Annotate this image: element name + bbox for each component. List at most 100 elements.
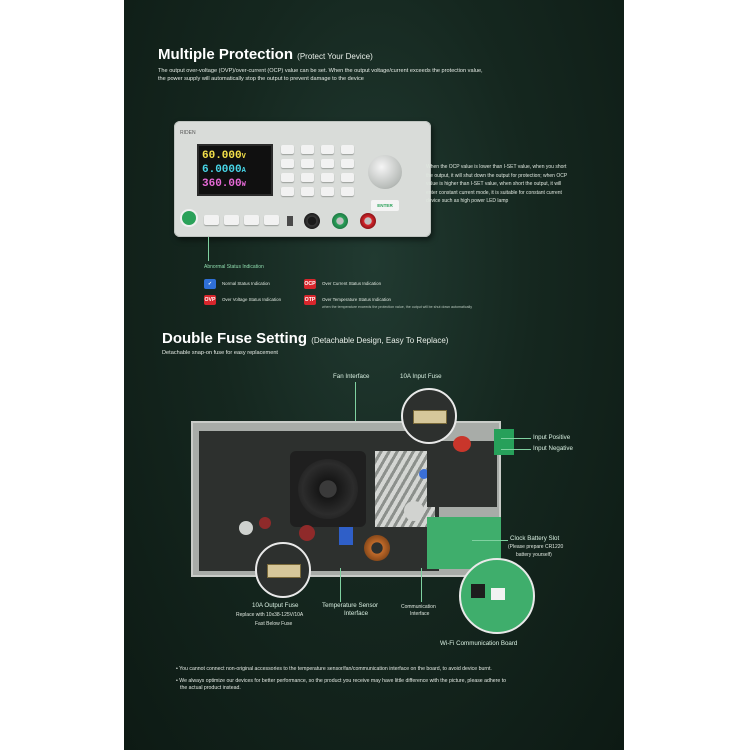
fuse-heading: Double Fuse Setting (Detachable Design, … — [162, 330, 448, 347]
output-jack-green — [332, 213, 348, 229]
normal-status-label: Normal Status Indication — [222, 281, 270, 286]
ocp-side-note: When the OCP value is lower than I-SET v… — [426, 163, 616, 206]
otp-status-code: OTP — [304, 297, 316, 303]
normal-status-icon: ✓ — [204, 279, 216, 289]
temp-sensor-pointer — [340, 568, 341, 602]
clock-battery-label: Clock Battery Slot — [510, 535, 560, 542]
key-8[interactable] — [341, 159, 354, 168]
key-6[interactable] — [301, 159, 314, 168]
ovp-status-code: OVP — [204, 297, 216, 303]
status-pointer-line — [208, 237, 209, 261]
comm-pointer — [421, 568, 422, 602]
clock-battery-pointer — [472, 540, 508, 541]
current-unit: A — [241, 167, 246, 175]
ocp-note-line: When the OCP value is lower than I-SET v… — [426, 164, 567, 170]
output-jack-black — [304, 213, 320, 229]
device-screen: 60.000V 6.0000A 360.00W — [197, 144, 273, 196]
relay — [339, 527, 353, 545]
input-fuse-part — [453, 436, 471, 452]
key-3[interactable] — [321, 145, 334, 154]
otp-note: when the temperature exceeds the protect… — [322, 305, 473, 309]
input-positive-label: Input Positive — [533, 434, 571, 441]
output-fuse-zoom — [255, 542, 311, 598]
status-heading: Abnormal Status Indication — [204, 264, 264, 270]
cooling-fan — [290, 451, 366, 527]
capacitor — [419, 469, 429, 479]
power-button[interactable] — [182, 211, 196, 225]
key-9[interactable] — [281, 173, 294, 182]
note-2: • We always optimize our devices for bet… — [176, 678, 507, 684]
ocp-status-label: Over Current Status Indication — [322, 281, 382, 286]
fuse-subtitle: (Detachable Design, Easy To Replace) — [311, 336, 449, 345]
output-jack-red — [360, 213, 376, 229]
comm-interface-label: Communication — [401, 604, 436, 610]
ocp-status-code: OCP — [304, 281, 316, 287]
ovp-status-icon: OVP — [204, 295, 216, 305]
usb-port — [287, 216, 293, 226]
capacitor — [299, 525, 315, 541]
ovp-status-label: Over Voltage Status Indication — [222, 297, 282, 302]
key-7[interactable] — [321, 159, 334, 168]
voltage-unit: V — [241, 153, 246, 161]
capacitor — [259, 517, 271, 529]
func-key-mem[interactable] — [244, 215, 259, 225]
protection-subtitle: (Protect Your Device) — [297, 52, 373, 61]
input-negative-label: Input Negative — [533, 445, 573, 452]
note-3: the actual product instead. — [180, 685, 241, 691]
key-4[interactable] — [341, 145, 354, 154]
protection-title: Multiple Protection — [158, 46, 293, 63]
device-brand: RIDEN — [180, 130, 196, 136]
clock-battery-note: battery yourself) — [516, 552, 552, 558]
protection-description: The output over-voltage (OVP)/over-curre… — [158, 67, 618, 83]
comm-interface-label: Interface — [410, 611, 430, 617]
ocp-note-line: enter constant current mode, it is suita… — [426, 189, 562, 196]
fan-pointer — [355, 382, 356, 434]
note-text: You cannot connect non-original accessor… — [179, 666, 492, 672]
func-key-shift[interactable] — [224, 215, 239, 225]
enter-button[interactable]: ENTER — [371, 200, 399, 211]
input-neg-pointer — [501, 449, 531, 450]
key-16[interactable] — [341, 187, 354, 196]
wifi-board-label: Wi-Fi Communication Board — [440, 640, 518, 647]
output-fuse-note: Fast Below Fuse — [255, 621, 293, 627]
key-14[interactable] — [301, 187, 314, 196]
power-section — [427, 441, 497, 507]
key-11[interactable] — [321, 173, 334, 182]
capacitor — [404, 501, 424, 521]
key-13[interactable] — [281, 187, 294, 196]
note-text: We always optimize our devices for bette… — [179, 678, 507, 684]
fuse-description: Detachable snap-on fuse for easy replace… — [162, 350, 278, 356]
note-1: • You cannot connect non-original access… — [176, 666, 492, 672]
encoder-knob[interactable] — [368, 155, 402, 189]
product-poster: Multiple Protection (Protect Your Device… — [124, 0, 624, 750]
main-pcb — [199, 431, 439, 571]
capacitor — [239, 521, 253, 535]
key-10[interactable] — [301, 173, 314, 182]
func-key-vout[interactable] — [264, 215, 279, 225]
protection-heading: Multiple Protection (Protect Your Device… — [158, 46, 373, 63]
input-terminal — [494, 429, 514, 455]
clock-battery-note: (Please prepare CR1220 — [508, 544, 564, 550]
normal-status-code: ✓ — [207, 281, 213, 287]
otp-status-icon: OTP — [304, 295, 316, 305]
wifi-board-zoom — [459, 558, 535, 634]
key-15[interactable] — [321, 187, 334, 196]
key-12[interactable] — [341, 173, 354, 182]
func-key-set[interactable] — [204, 215, 219, 225]
circuit-board — [191, 421, 514, 577]
power-readout: 360.00 — [202, 178, 242, 190]
current-readout: 6.0000 — [202, 164, 242, 176]
ocp-note-line: the output, it will shut down the output… — [426, 172, 568, 179]
protection-desc-line2: the power supply will automatically stop… — [158, 76, 364, 82]
input-fuse-label: 10A Input Fuse — [400, 373, 442, 380]
key-1[interactable] — [281, 145, 294, 154]
key-5[interactable] — [281, 159, 294, 168]
key-2[interactable] — [301, 145, 314, 154]
temp-sensor-label: Temperature Sensor — [322, 602, 379, 609]
input-pos-pointer — [501, 438, 531, 439]
output-fuse-label: 10A Output Fuse — [252, 602, 299, 609]
voltage-readout: 60.000 — [202, 150, 242, 162]
protection-desc-line1: The output over-voltage (OVP)/over-curre… — [158, 68, 483, 74]
fan-interface-label: Fan Interface — [333, 373, 370, 380]
inductor-coil — [364, 535, 390, 561]
